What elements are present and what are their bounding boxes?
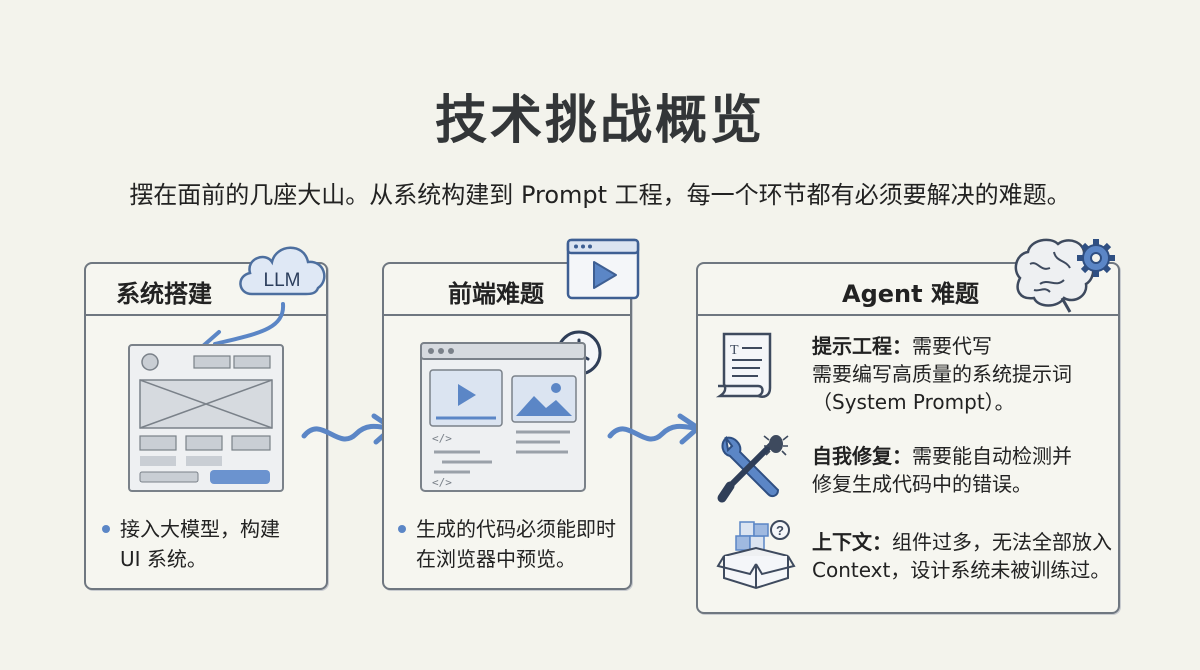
svg-text:?: ? — [776, 523, 784, 538]
panel-header: 前端难题 — [384, 264, 630, 316]
panel-bullet: 生成的代码必须能即时 在浏览器中预览。 — [398, 514, 616, 574]
llm-label: LLM — [264, 270, 301, 291]
agent-item-prompt: 提示工程：需要代写 需要编写高质量的系统提示词 （System Prompt）。 — [812, 334, 1072, 414]
video-window-icon — [566, 238, 640, 300]
svg-text:</>: </> — [432, 476, 452, 489]
svg-text:T: T — [730, 343, 739, 358]
panel-title: 系统搭建 — [116, 280, 212, 308]
panel-title: 前端难题 — [448, 280, 544, 308]
panel-header: Agent 难题 — [698, 264, 1118, 316]
panel-bullet: 接入大模型，构建 UI 系统。 — [102, 514, 280, 574]
browser-preview-icon: </> </> — [420, 342, 586, 492]
panel-system-build: 系统搭建 接入大模型，构建 UI 系统。 — [84, 262, 328, 590]
page-subtitle: 摆在面前的几座大山。从系统构建到 Prompt 工程，每一个环节都有必须要解决的… — [129, 181, 1071, 209]
page-title: 技术挑战概览 — [434, 91, 765, 151]
open-box-blocks-icon: ? — [716, 520, 796, 590]
panel-header: 系统搭建 — [86, 264, 326, 316]
llm-cloud-icon: LLM — [239, 246, 326, 296]
wrench-screwdriver-bug-icon — [717, 435, 789, 503]
scroll-document-icon: T — [715, 332, 772, 398]
svg-text:</>: </> — [432, 432, 452, 445]
brain-gear-icon — [1014, 238, 1115, 313]
panel-title: Agent 难题 — [842, 280, 979, 308]
agent-item-self-repair: 自我修复：需要能自动检测并 修复生成代码中的错误。 — [812, 444, 1072, 496]
bullet-dot — [398, 524, 406, 533]
flow-arrow-icon — [607, 413, 701, 445]
agent-item-context: 上下文：组件过多，无法全部放入 Context，设计系统未被训练过。 — [812, 530, 1112, 582]
wireframe-layout-icon — [128, 344, 284, 492]
bullet-dot — [102, 524, 110, 533]
